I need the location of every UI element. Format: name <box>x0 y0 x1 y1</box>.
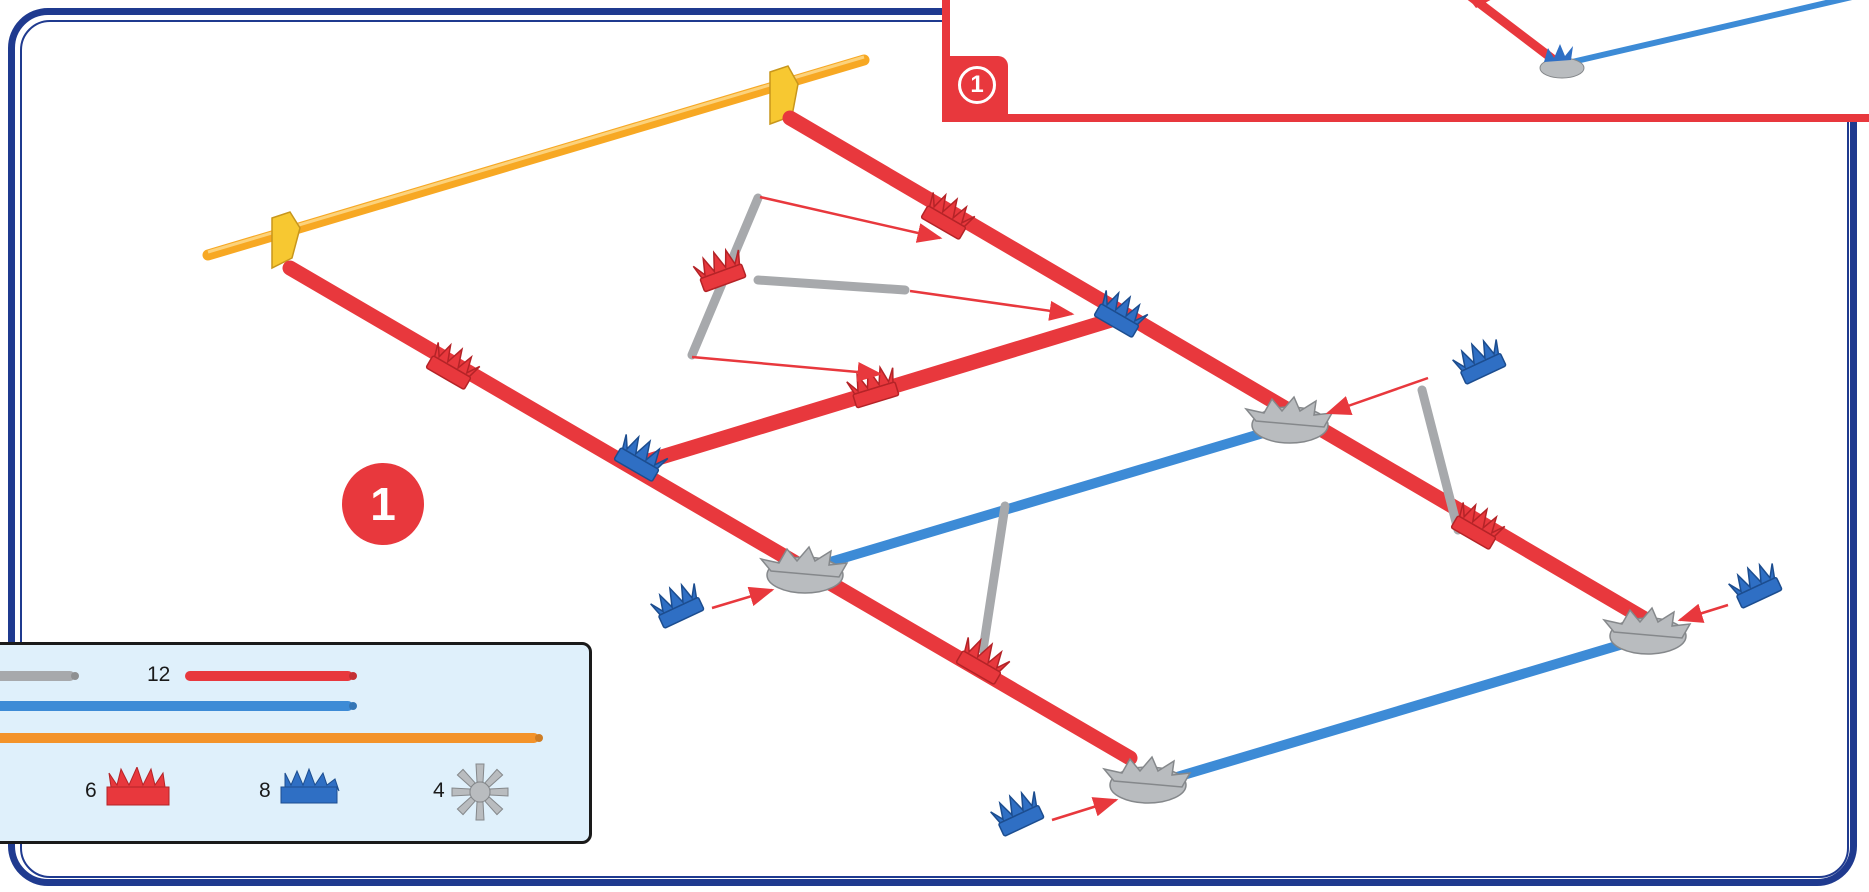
inset-diagram <box>1467 0 1853 79</box>
blue-rods <box>805 420 1655 790</box>
grey-rod-back <box>1417 385 1463 535</box>
grey-rod-loose-right <box>753 275 910 295</box>
grey-rod-front <box>978 501 1010 655</box>
yellow-rod-assembly <box>202 54 870 270</box>
blue-connector-count: 8 <box>259 779 271 802</box>
blue-rod-middle <box>805 420 1295 573</box>
grey-connector-swatch <box>451 763 509 821</box>
red-connector-swatch <box>106 767 170 806</box>
inset-blue-connector <box>1544 44 1573 62</box>
grey-hub-4 <box>1602 606 1692 655</box>
page-frame <box>8 8 1857 886</box>
red-rod-swatch <box>185 671 353 681</box>
arrow-1 <box>759 195 943 243</box>
inset-step-tab: 1 <box>950 56 1008 114</box>
parts-list: 12 6 8 4 <box>0 642 592 844</box>
step-number-badge: 1 <box>342 463 424 545</box>
blue-connector-loose-2 <box>1449 333 1509 386</box>
blue-connector-loose-1 <box>647 577 707 630</box>
red-connector-count: 6 <box>85 779 97 802</box>
inset-red-connector <box>1469 0 1491 8</box>
arrow-3 <box>691 355 883 382</box>
red-rod-count: 12 <box>147 663 171 686</box>
red-rod-right-rail <box>782 110 1658 630</box>
grey-hub-3 <box>1102 755 1192 804</box>
yellow-clip-right <box>769 65 799 126</box>
blue-connector-loose-3 <box>987 785 1047 838</box>
inset-red-rod <box>1467 0 1557 64</box>
placement-arrows <box>691 195 1729 822</box>
yellow-clip-left <box>271 211 301 270</box>
grey-rod-swatch <box>0 671 75 681</box>
inset-panel: 1 <box>942 0 1869 122</box>
arrow-2 <box>909 289 1075 321</box>
arrow-6 <box>1051 797 1119 822</box>
arrow-4 <box>1325 376 1429 416</box>
yellow-rod-highlight <box>207 55 865 254</box>
blue-connector-loose-4 <box>1725 557 1785 610</box>
inset-step-number: 1 <box>958 66 996 104</box>
page-frame-inner <box>20 20 1849 878</box>
orange-rod-swatch <box>0 733 539 743</box>
arrow-7 <box>1677 603 1729 623</box>
inset-blue-rod <box>1571 0 1853 65</box>
grey-hub-1 <box>759 545 849 594</box>
arrow-5 <box>711 586 775 610</box>
grey-connector-count: 4 <box>433 779 445 802</box>
blue-connector-swatch <box>280 767 340 804</box>
blue-rod-swatch <box>0 701 353 711</box>
grey-hubs <box>759 395 1692 804</box>
blue-rod-bottom <box>1145 631 1655 790</box>
yellow-rod <box>202 54 870 261</box>
grey-hub-2 <box>1244 395 1334 444</box>
